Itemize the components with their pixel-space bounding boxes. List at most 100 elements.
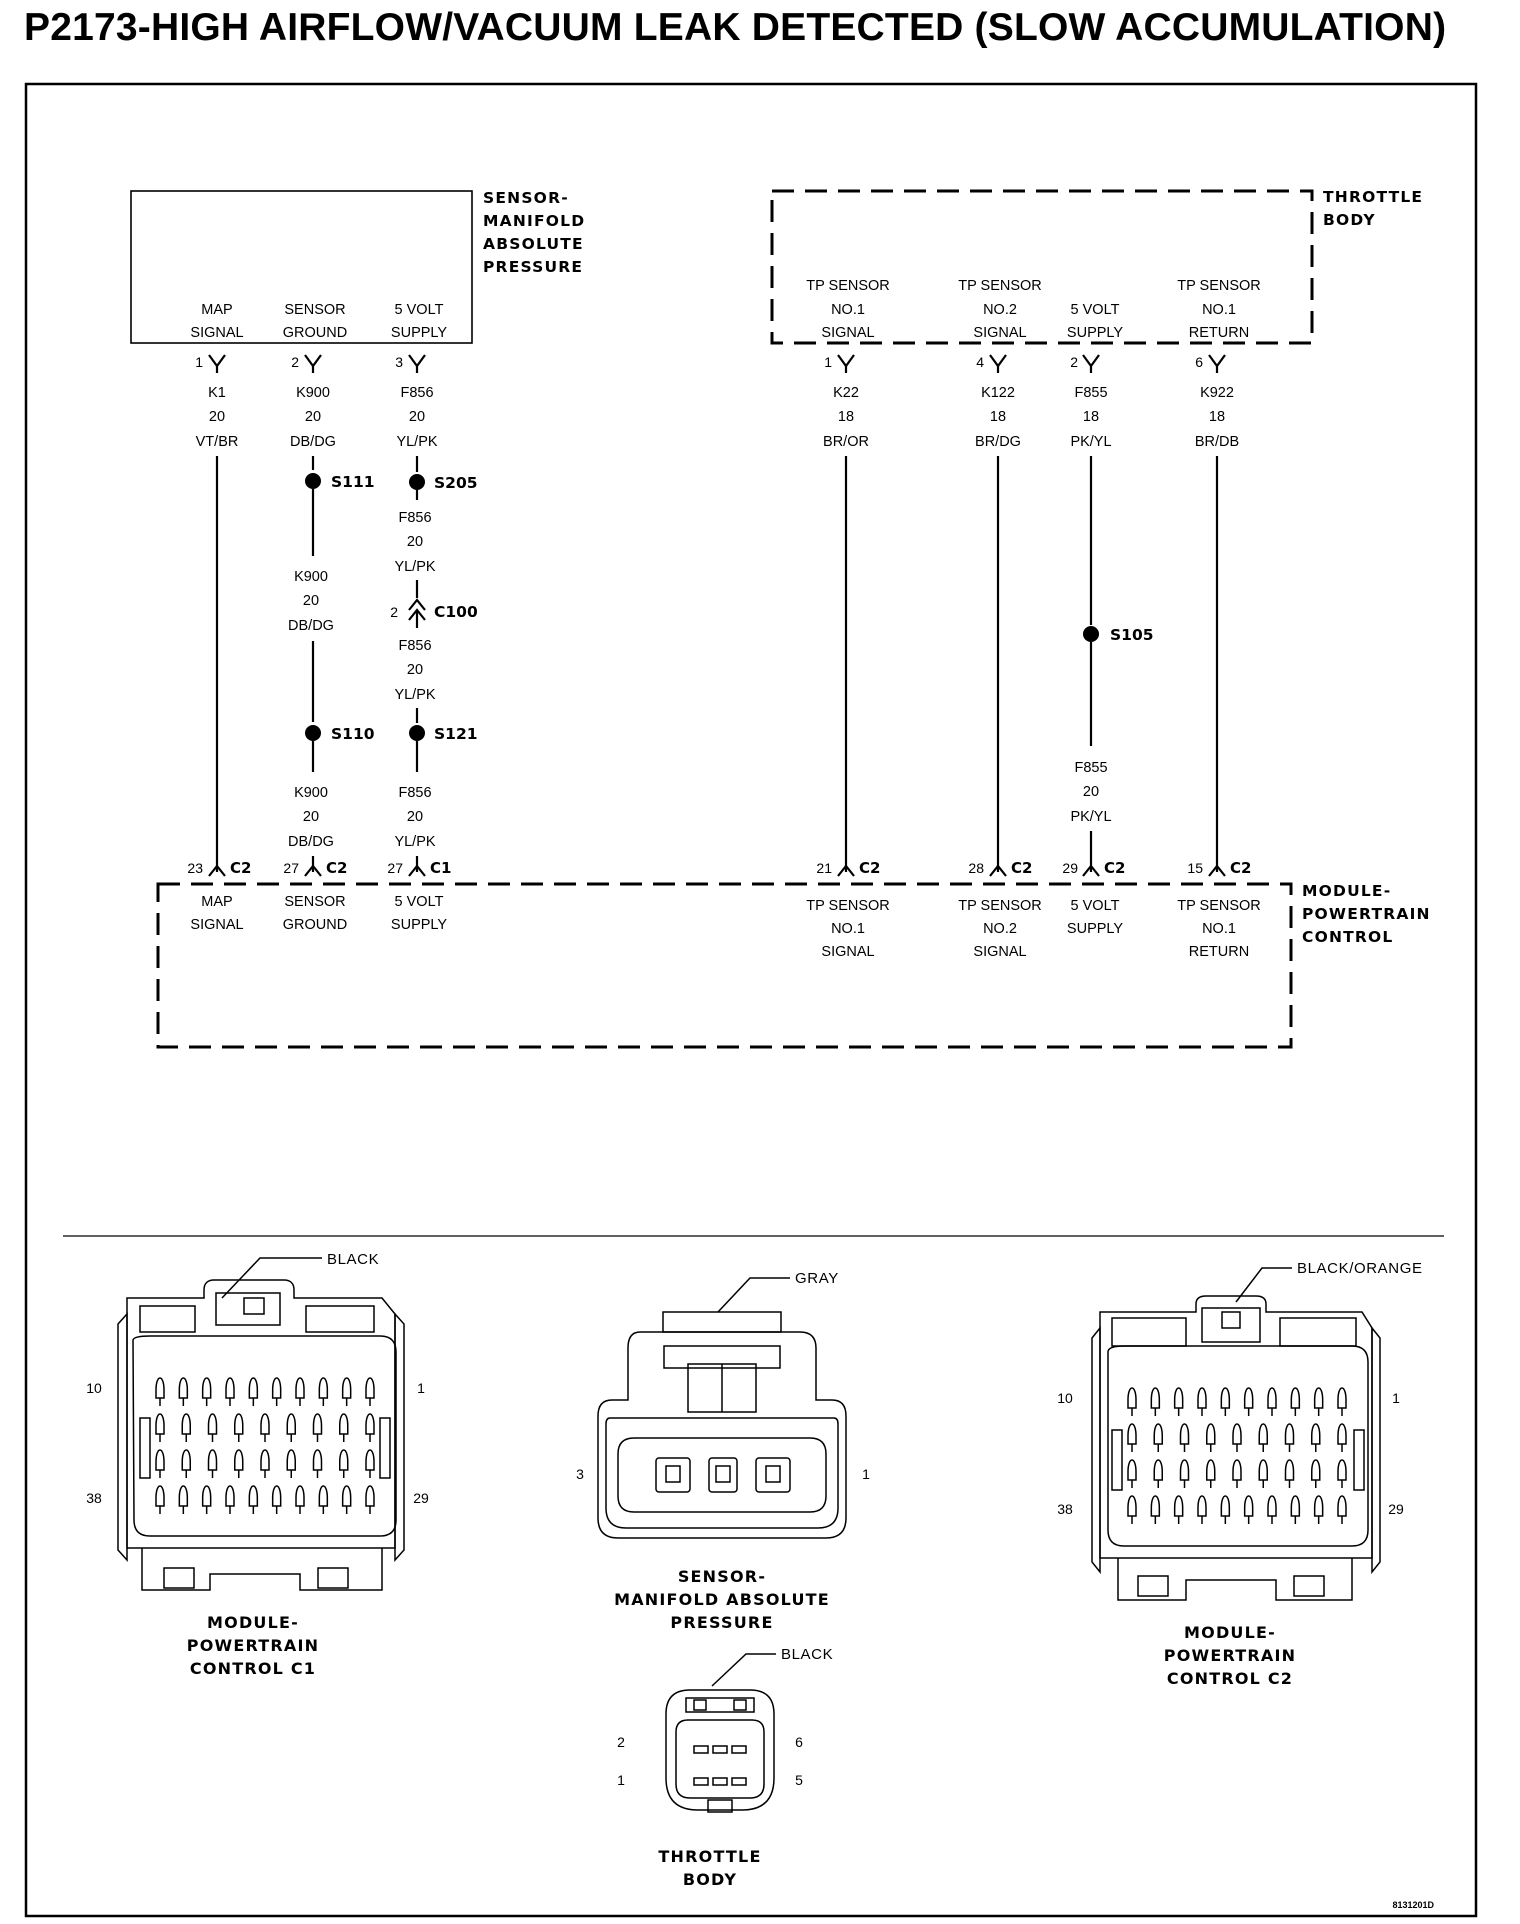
tb-conn-pin-5: 5 xyxy=(795,1772,803,1788)
pcm-c2-terminal xyxy=(1313,1495,1324,1517)
tp2-dest-fn-1: TP SENSOR xyxy=(958,898,1042,914)
inline-connector-c100: 2 C100 xyxy=(390,598,478,628)
pcm-c1-terminal xyxy=(286,1413,296,1435)
tp2-src-fn-1: TP SENSOR xyxy=(958,278,1042,294)
pcm-c2-pin-38: 38 xyxy=(1057,1501,1073,1517)
tp1-dest-fn-1: TP SENSOR xyxy=(806,898,890,914)
pcm-c1-terminal xyxy=(181,1449,191,1471)
tb-5v-dest-conn: C2 xyxy=(1104,859,1125,877)
splice-s121-label: S121 xyxy=(434,725,478,743)
pcm-name-3: CONTROL xyxy=(1302,928,1394,946)
pcm-c2-terminal xyxy=(1127,1387,1137,1409)
map-signal-dest-conn: C2 xyxy=(230,859,251,877)
tb-5v-seg2-gauge: 20 xyxy=(1083,784,1099,800)
pcm-c1-terminal xyxy=(155,1485,165,1507)
splice-s111-label: S111 xyxy=(331,473,375,491)
pcm-c1-terminal xyxy=(225,1377,235,1399)
pcm-name: MODULE- POWERTRAIN CONTROL xyxy=(1302,882,1430,946)
map-5v-seg2-code: F856 xyxy=(398,510,431,526)
pcm-c1-caption-3: CONTROL C1 xyxy=(190,1659,316,1678)
pcm-c2-terminal xyxy=(1243,1495,1254,1517)
pcm-c2-terminal xyxy=(1153,1459,1163,1481)
tb-5v-src-fn-1: 5 VOLT xyxy=(1071,302,1120,318)
tp1r-src-pin: 6 xyxy=(1195,354,1203,370)
sensor-ground-seg2-color: DB/DG xyxy=(288,618,334,634)
pcm-c1-terminal xyxy=(248,1485,259,1507)
pcm-c1-pin-1: 1 xyxy=(417,1380,425,1396)
pcm-c1-terminal xyxy=(365,1485,375,1507)
pcm-c1-terminal xyxy=(365,1449,375,1471)
circuit-tp2-signal: TP SENSOR NO.2 SIGNAL 4 K122 18 BR/DG 28… xyxy=(958,278,1042,960)
pcm-c2-terminal xyxy=(1153,1423,1163,1445)
tp2-wire-gauge: 18 xyxy=(990,409,1006,425)
pcm-c2-terminal xyxy=(1267,1387,1277,1409)
tb-5v-dest-fn-1: 5 VOLT xyxy=(1071,898,1120,914)
pcm-c1-terminal xyxy=(178,1377,189,1399)
tb-5v-dest-fn-2: SUPPLY xyxy=(1067,921,1123,937)
pcm-c2-pin-array xyxy=(1127,1387,1347,1524)
pcm-c1-terminal xyxy=(260,1413,270,1435)
tp2-wire-code: K122 xyxy=(981,385,1015,401)
sensor-ground-seg4-gauge: 20 xyxy=(303,809,319,825)
tp2-dest-fn-3: SIGNAL xyxy=(973,944,1026,960)
map-connector-view: GRAY 3 1 SENSOR- MANIFOLD ABSOLUTE PRESS… xyxy=(576,1270,870,1632)
pcm-c2-terminal xyxy=(1173,1495,1184,1517)
throttle-body-box xyxy=(770,189,1314,345)
pcm-c2-terminal xyxy=(1258,1459,1268,1481)
map-sensor-name-2: MANIFOLD xyxy=(483,212,585,230)
tb-conn-pin-2: 2 xyxy=(617,1734,625,1750)
pcm-c1-terminal xyxy=(295,1485,305,1507)
sensor-ground-dest-fn-2: GROUND xyxy=(283,917,347,933)
map-conn-caption-3: PRESSURE xyxy=(670,1613,773,1632)
map-5v-seg6-gauge: 20 xyxy=(407,809,423,825)
pcm-c2-terminal xyxy=(1337,1387,1347,1409)
map-sensor-name-4: PRESSURE xyxy=(483,258,583,276)
pcm-c2-terminal xyxy=(1206,1459,1216,1481)
pcm-c2-terminal xyxy=(1127,1423,1137,1445)
tp1-src-pin: 1 xyxy=(824,354,832,370)
map-5v-seg4-gauge: 20 xyxy=(407,662,423,678)
throttle-body-connector-view: BLACK 2 6 1 5 THROTTLE BODY xyxy=(617,1646,833,1889)
map-conn-color: GRAY xyxy=(795,1270,839,1287)
map-5v-src-pin: 3 xyxy=(395,354,403,370)
tp1r-dest-fn-2: NO.1 xyxy=(1202,921,1236,937)
circuit-map-sensor-ground: SENSOR GROUND 2 K900 20 DB/DG S111 K900 … xyxy=(283,302,375,933)
map-sensor-name-3: ABSOLUTE xyxy=(483,235,584,253)
sensor-ground-dest-conn: C2 xyxy=(326,859,347,877)
pcm-c2-terminal xyxy=(1232,1459,1242,1481)
tp1-wire-gauge: 18 xyxy=(838,409,854,425)
tp1r-wire-gauge: 18 xyxy=(1209,409,1225,425)
map-sensor-name: SENSOR- MANIFOLD ABSOLUTE PRESSURE xyxy=(483,189,585,276)
map-signal-src-pin: 1 xyxy=(195,354,203,370)
pcm-c2-caption-3: CONTROL C2 xyxy=(1167,1669,1293,1688)
pcm-c2-terminal xyxy=(1290,1495,1301,1517)
tb-5v-wire-gauge: 18 xyxy=(1083,409,1099,425)
tp2-wire-color: BR/DG xyxy=(975,434,1021,450)
tp1r-src-fn-2: NO.1 xyxy=(1202,302,1236,318)
map-5v-dest-conn: C1 xyxy=(430,859,451,877)
pcm-c2-color: BLACK/ORANGE xyxy=(1297,1260,1423,1277)
page-title: P2173-HIGH AIRFLOW/VACUUM LEAK DETECTED … xyxy=(24,6,1447,49)
circuit-tb-5v-supply: 5 VOLT SUPPLY 2 F855 18 PK/YL S105 F855 … xyxy=(1062,302,1153,937)
map-5v-wire-color: YL/PK xyxy=(396,434,437,450)
pcm-c2-terminal xyxy=(1179,1459,1190,1481)
pcm-c1-terminal xyxy=(234,1413,244,1435)
tp1-dest-fn-2: NO.1 xyxy=(831,921,865,937)
tp2-src-fn-2: NO.2 xyxy=(983,302,1017,318)
tp1-src-fn-1: TP SENSOR xyxy=(806,278,890,294)
pcm-c2-terminal xyxy=(1337,1459,1347,1481)
pcm-c1-terminal xyxy=(271,1377,282,1399)
pcm-c1-caption-2: POWERTRAIN xyxy=(187,1636,319,1655)
splice-s105-label: S105 xyxy=(1110,626,1154,644)
tp2-dest-pin: 28 xyxy=(968,860,984,876)
tb-5v-dest-pin: 29 xyxy=(1062,860,1078,876)
pcm-c2-terminal xyxy=(1206,1423,1216,1445)
pcm-c2-terminal xyxy=(1337,1495,1347,1517)
tp1-src-fn-2: NO.1 xyxy=(831,302,865,318)
splice-s121-dot xyxy=(409,725,425,741)
tp1r-wire-color: BR/DB xyxy=(1195,434,1239,450)
pcm-c1-terminal xyxy=(178,1485,189,1507)
pcm-c1-pin-10: 10 xyxy=(86,1380,102,1396)
pcm-c1-terminal xyxy=(155,1449,165,1471)
pcm-c2-terminal xyxy=(1311,1423,1321,1445)
